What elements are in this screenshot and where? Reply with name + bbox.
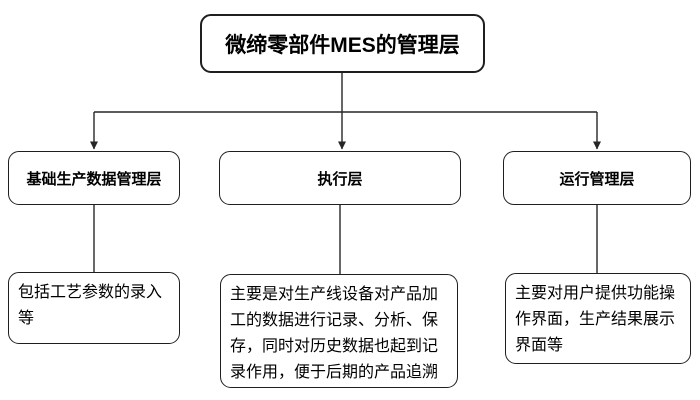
node-header-label: 运行管理层 <box>559 170 635 188</box>
node-header-basic-data-layer: 基础生产数据管理层 <box>8 151 180 205</box>
node-header-label: 执行层 <box>317 170 363 188</box>
node-desc-operation-layer: 主要对用户提供功能操作界面，生产结果展示界面等 <box>505 273 691 364</box>
node-root: 微缔零部件MES的管理层 <box>200 14 485 73</box>
node-header-operation-layer: 运行管理层 <box>503 151 691 205</box>
node-header-label: 基础生产数据管理层 <box>26 170 162 188</box>
node-desc-text: 包括工艺参数的录入等 <box>18 284 163 327</box>
node-desc-text: 主要是对生产线设备对产品加工的数据进行记录、分析、保存，同时对历史数据也起到记录… <box>230 286 439 381</box>
node-desc-basic-data-layer: 包括工艺参数的录入等 <box>8 272 180 344</box>
node-desc-execution-layer: 主要是对生产线设备对产品加工的数据进行记录、分析、保存，同时对历史数据也起到记录… <box>220 274 458 388</box>
node-root-label: 微缔零部件MES的管理层 <box>225 33 460 57</box>
node-desc-text: 主要对用户提供功能操作界面，生产结果展示界面等 <box>515 285 676 354</box>
node-header-execution-layer: 执行层 <box>219 151 461 205</box>
